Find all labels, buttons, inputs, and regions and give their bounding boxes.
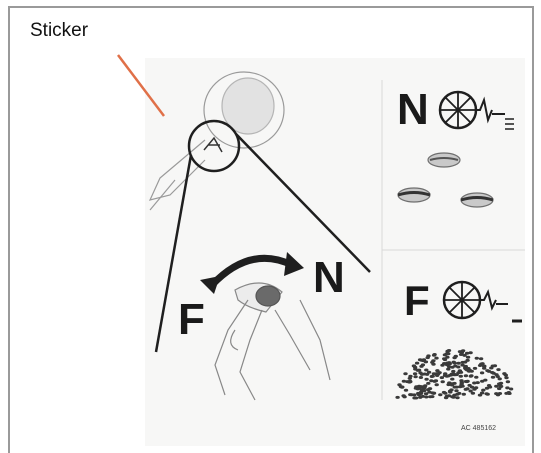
- reference-code: AC 485162: [461, 425, 496, 432]
- rotation-arrowhead-right: [284, 252, 304, 276]
- fan-icon-bottom: [444, 282, 522, 321]
- rotation-arrow: [212, 258, 292, 285]
- left-letter-f: F: [178, 298, 205, 342]
- sticker-callout-line: [118, 55, 164, 116]
- top-panel-letter-n: N: [397, 88, 429, 132]
- wheel-hub-sketch: [150, 72, 284, 210]
- fan-icon-top: [440, 92, 514, 129]
- bottom-panel-letter-f: F: [404, 280, 430, 322]
- zoom-line-right: [236, 134, 370, 272]
- seed-pile-fine: [395, 349, 513, 400]
- sticker-label: Sticker: [30, 20, 88, 42]
- right-letter-n: N: [313, 256, 345, 300]
- seed-group-large: [398, 153, 493, 207]
- rotation-arrowhead-left: [200, 276, 220, 294]
